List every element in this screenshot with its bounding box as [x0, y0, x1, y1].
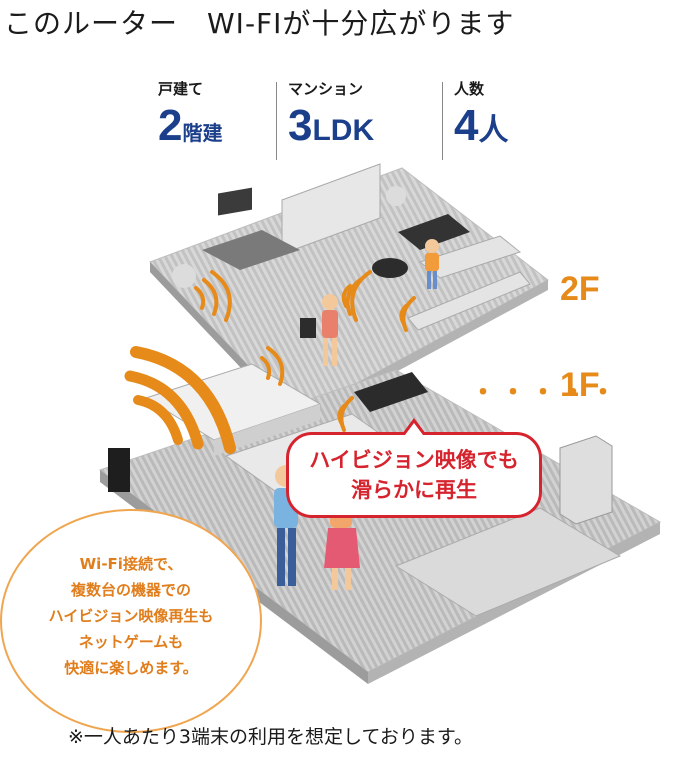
bubble-tail-inner — [405, 423, 423, 435]
stat-house-unit: 階建 — [182, 123, 223, 145]
stat-divider — [442, 82, 443, 160]
page-headline: このルーター WI-FIが十分広がります — [4, 7, 515, 40]
stat-apartment-label: マンション — [288, 80, 364, 98]
floor-label-2f: 2F — [560, 270, 600, 308]
stat-house-label: 戸建て — [158, 80, 204, 98]
floor-connector-dots: ・・・・・ — [470, 378, 621, 408]
circle-note-line: ネットゲームも — [78, 633, 184, 651]
circle-note-line: Wi-Fi接続で、 — [79, 555, 183, 573]
speech-bubble: ハイビジョン映像でも 滑らかに再生 — [286, 432, 542, 518]
bubble-line-1: ハイビジョン映像でも — [309, 448, 519, 472]
stat-house-value: 2 — [158, 101, 183, 150]
stat-apartment-unit: LDK — [312, 114, 375, 147]
stat-people-label: 人数 — [454, 80, 485, 98]
stat-people-value: 4 — [454, 101, 479, 150]
feature-circle-note: Wi-Fi接続で、 複数台の機器での ハイビジョン映像再生も ネットゲームも 快… — [0, 509, 262, 733]
circle-note-line: ハイビジョン映像再生も — [48, 607, 214, 625]
circle-note-line: 快適に楽しめます。 — [64, 659, 198, 677]
bubble-line-2: 滑らかに再生 — [351, 478, 477, 502]
stat-divider — [276, 82, 277, 160]
stat-apartment-value: 3 — [288, 101, 313, 150]
stat-people-unit: 人 — [478, 114, 509, 147]
stat-apartment: マンション 3LDK — [288, 78, 374, 158]
wifi-wave-icons — [124, 270, 416, 454]
circle-note-line: 複数台の機器での — [70, 581, 191, 599]
stat-house: 戸建て 2階建 — [158, 78, 222, 158]
stat-people: 人数 4人 — [454, 78, 508, 158]
footnote: ※一人あたり3端末の利用を想定しております。 — [68, 726, 473, 748]
floor-label-1f: 1F — [560, 366, 600, 404]
